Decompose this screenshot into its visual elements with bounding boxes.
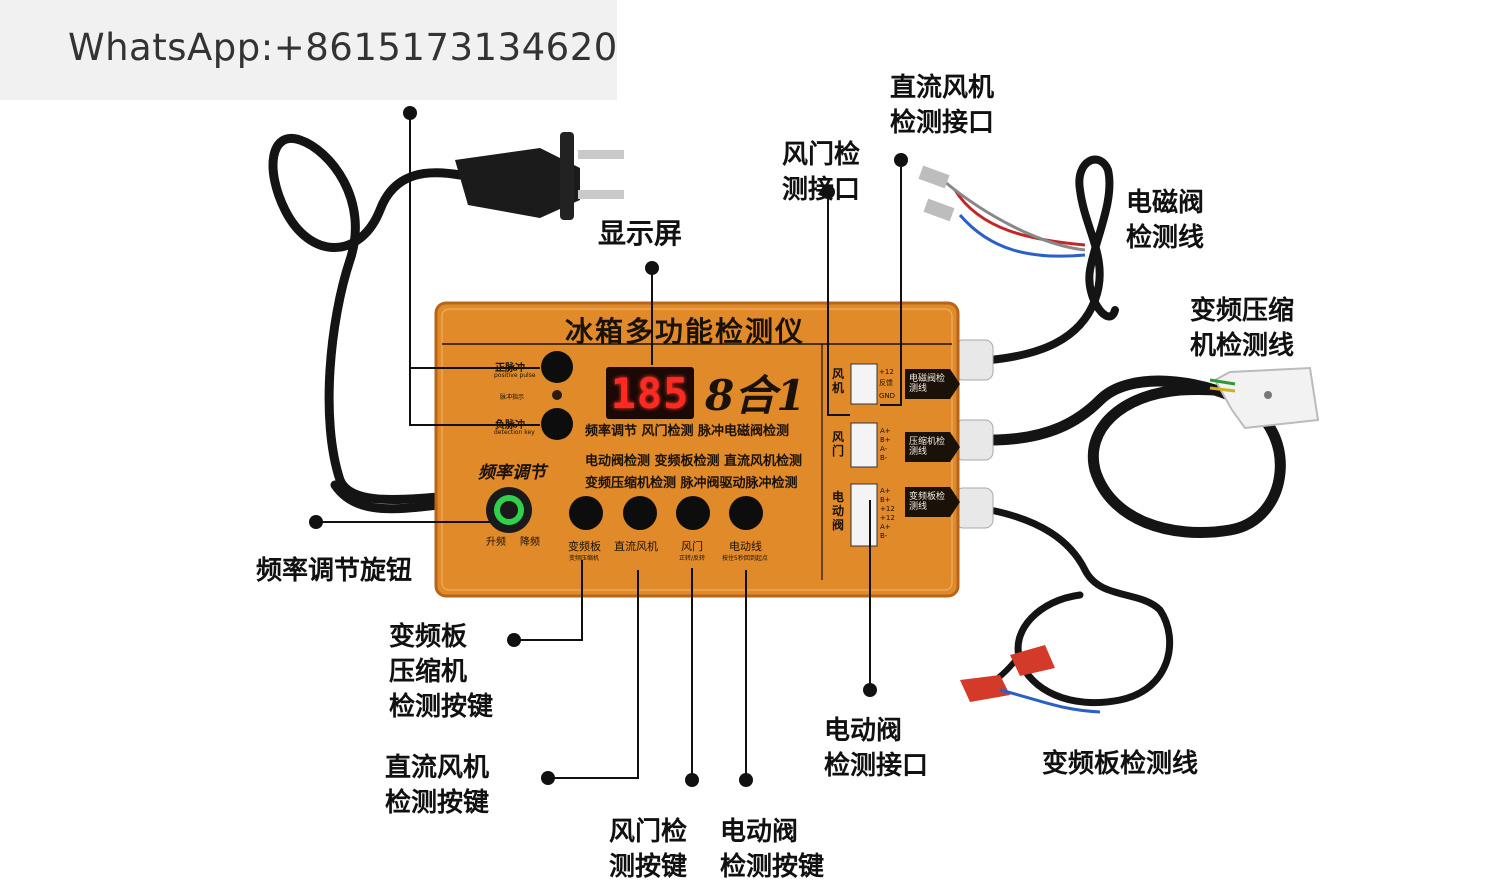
- solenoid-line-callout-line-2: 检测线: [1126, 223, 1205, 253]
- pulse-indicator-led: [552, 390, 562, 400]
- dc-fan-port-callout: 直流风机 检测接口: [890, 71, 994, 141]
- callout-dots: [309, 106, 908, 787]
- damper-button-sublabel: 正转/反转: [679, 555, 706, 562]
- power-plug: [455, 132, 624, 220]
- valve-key-callout-line-2: 检测按键: [720, 852, 825, 882]
- fan-pin-2: 反馈: [879, 379, 893, 387]
- damper-port-callout-line-1: 风门检: [782, 140, 861, 170]
- compressor-line-callout: 变频压缩 机检测线: [1190, 294, 1294, 364]
- compressor-cable-tag: 压缩机检测线: [909, 437, 946, 457]
- cable-tag-arrows: [905, 369, 960, 517]
- board-cable-tag: 变频板检测线: [909, 492, 946, 512]
- function-line-1: 频率调节 风门检测 脉冲电磁阀检测: [585, 424, 790, 439]
- valve-pin-3: +12: [880, 505, 895, 513]
- solenoid-cable-tag: 电磁阀检测线: [909, 374, 946, 394]
- damper-pin-2: B+: [880, 436, 891, 444]
- knob-face-label: 频率调节: [478, 463, 546, 483]
- damper-port-callout: 风门检 测接口: [782, 138, 860, 208]
- positive-pulse-label: 正脉冲: [495, 363, 525, 374]
- inverter-button-label: 变频板: [568, 540, 601, 553]
- fan-pin-3: GND: [879, 392, 896, 400]
- display-value: 185: [610, 369, 690, 418]
- device-title: 冰箱多功能检测仪: [564, 315, 805, 348]
- display-callout: 显示屏: [598, 217, 683, 250]
- dc-fan-port-callout-line-1: 直流风机: [890, 73, 995, 103]
- spade-terminal-2: [923, 198, 955, 222]
- inverter-key-callout: 变频板 压缩机 检测按键: [389, 620, 493, 725]
- dc-fan-port-callout-line-2: 检测接口: [890, 108, 995, 138]
- solenoid-line-callout-line-1: 电磁阀: [1126, 188, 1205, 218]
- valve-button-shape: [729, 496, 763, 530]
- power-cord: [268, 134, 465, 514]
- valve-port-callout: 电动阀 检测接口: [824, 714, 928, 784]
- compressor-connector: [1209, 366, 1320, 430]
- inverter-key-callout-line-2: 压缩机: [389, 657, 468, 687]
- solenoid-leads: [944, 180, 1086, 258]
- fan-pin-1: +12: [879, 368, 894, 376]
- valve-pin-6: B-: [880, 532, 888, 540]
- dc-fan-button-shape: [623, 496, 657, 530]
- dc-fan-key-callout: 直流风机 检测按键: [385, 751, 489, 821]
- valve-pin-2: B+: [880, 496, 891, 504]
- damper-pin-4: B-: [880, 454, 888, 462]
- callout-leaders: [316, 113, 902, 780]
- positive-pulse-label-en: positive pulse: [494, 372, 536, 379]
- compressor-line-callout-line-1: 变频压缩: [1190, 296, 1295, 326]
- inverter-key-callout-line-3: 检测按键: [389, 692, 494, 722]
- damper-port-label: 风门: [832, 430, 845, 458]
- board-line-callout: 变频板检测线: [1042, 749, 1199, 779]
- function-line-3: 变频压缩机检测 脉冲阀驱动脉冲检测: [585, 476, 798, 491]
- watermark-text: WhatsApp:+8615173134620: [68, 26, 618, 69]
- damper-button-shape: [676, 496, 710, 530]
- knob-callout: 频率调节旋钮: [256, 556, 413, 586]
- dc-fan-key-callout-line-1: 直流风机: [385, 753, 490, 783]
- valve-pin-5: A+: [880, 523, 891, 531]
- inverter-button-shape: [569, 496, 603, 530]
- segment-display: 185: [606, 367, 694, 419]
- port-sockets: [850, 363, 878, 547]
- model-badge: 8合1: [705, 371, 806, 420]
- valve-port-label: 电动阀: [832, 490, 845, 532]
- function-line-2: 电动阀检测 变频板检测 直流风机检测: [585, 454, 803, 469]
- valve-key-callout: 电动阀 检测按键: [720, 815, 824, 885]
- dc-fan-key-callout-line-2: 检测按键: [385, 788, 490, 818]
- cable-glands: [954, 339, 994, 529]
- inverter-button-sublabel: 变频压缩机: [569, 555, 600, 562]
- solenoid-line-callout: 电磁阀 检测线: [1126, 186, 1204, 256]
- damper-key-callout-line-2: 测按键: [609, 852, 688, 882]
- valve-pin-1: A+: [880, 487, 891, 495]
- negative-pulse-label: 负脉冲: [495, 420, 525, 431]
- valve-pin-4: +12: [880, 514, 895, 522]
- frequency-knob-shape: [486, 487, 532, 533]
- valve-port-callout-line-2: 检测接口: [824, 751, 929, 781]
- valve-port-callout-line-1: 电动阀: [824, 716, 903, 746]
- compressor-line-callout-line-2: 机检测线: [1190, 331, 1295, 361]
- damper-key-callout-line-1: 风门检: [609, 817, 688, 847]
- positive-pulse-button-shape: [541, 351, 573, 383]
- damper-pin-3: A-: [880, 445, 888, 453]
- alligator-clips: [960, 645, 1101, 714]
- knob-down-label: 降频: [520, 537, 540, 548]
- watermark-banner: WhatsApp:+8615173134620: [0, 0, 617, 100]
- negative-pulse-button-shape: [541, 408, 573, 440]
- valve-key-callout-line-1: 电动阀: [720, 817, 799, 847]
- negative-pulse-label-en: detection key: [494, 429, 535, 436]
- damper-button-label: 风门: [681, 540, 703, 553]
- spade-terminal-1: [918, 165, 950, 189]
- damper-pin-1: A+: [880, 427, 891, 435]
- knob-up-label: 升频: [486, 537, 506, 548]
- damper-port-callout-line-2: 测接口: [782, 175, 861, 205]
- inverter-key-callout-line-1: 变频板: [389, 622, 468, 652]
- pulse-indicator-label: 脉冲指示: [500, 394, 525, 401]
- dc-fan-button-label: 直流风机: [614, 540, 658, 553]
- valve-button-sublabel: 按住5秒回到起点: [722, 555, 768, 562]
- damper-key-callout: 风门检 测按键: [609, 815, 687, 885]
- valve-button-label: 电动线: [729, 540, 762, 553]
- fan-port-label: 风机: [832, 367, 845, 395]
